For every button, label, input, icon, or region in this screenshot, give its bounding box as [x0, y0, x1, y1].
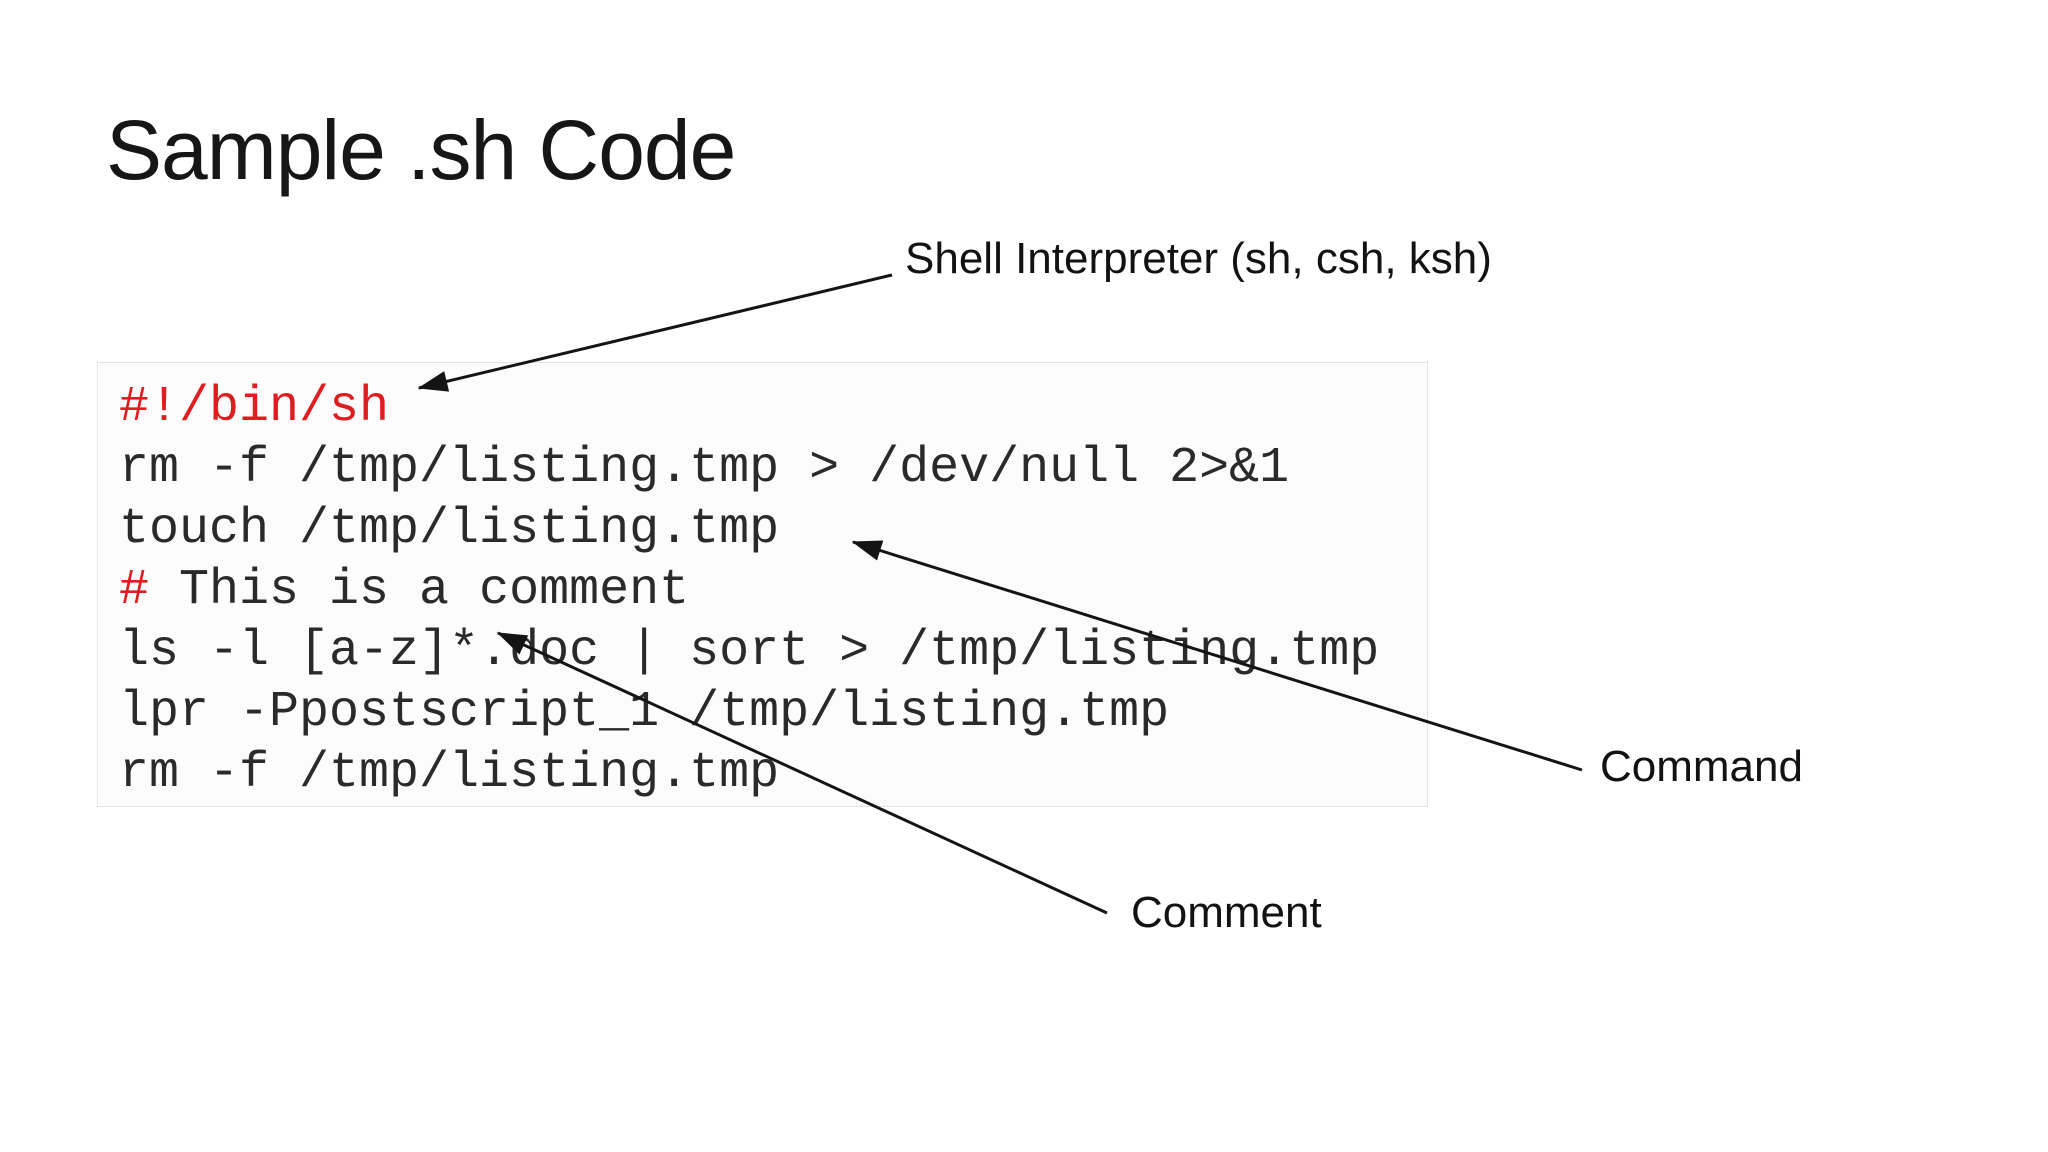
code-segment: lpr -Ppostscript_1 /tmp/listing.tmp — [119, 684, 1170, 741]
page-title: Sample .sh Code — [106, 103, 736, 197]
command-label: Command — [1600, 742, 1803, 791]
comment-label: Comment — [1131, 888, 1322, 937]
code-line: touch /tmp/listing.tmp — [119, 499, 1427, 560]
code-line: ls -l [a-z]*.doc | sort > /tmp/listing.t… — [119, 621, 1427, 682]
code-line: # This is a comment — [119, 560, 1427, 621]
code-segment-red: #!/bin/sh — [119, 379, 390, 436]
code-segment: touch /tmp/listing.tmp — [119, 501, 780, 558]
code-line: rm -f /tmp/listing.tmp > /dev/null 2>&1 — [119, 438, 1427, 499]
code-line: lpr -Ppostscript_1 /tmp/listing.tmp — [119, 682, 1427, 743]
code-line: #!/bin/sh — [119, 377, 1427, 438]
code-segment-red: # — [119, 562, 150, 619]
shell-interpreter-label: Shell Interpreter (sh, csh, ksh) — [905, 234, 1492, 283]
code-line: rm -f /tmp/listing.tmp — [119, 743, 1427, 804]
code-segment: rm -f /tmp/listing.tmp — [119, 745, 780, 802]
code-segment: ls -l [a-z]*.doc | sort > /tmp/listing.t… — [119, 623, 1380, 680]
code-segment: rm -f /tmp/listing.tmp > /dev/null 2>&1 — [119, 440, 1290, 497]
code-segment: This is a comment — [149, 562, 690, 619]
